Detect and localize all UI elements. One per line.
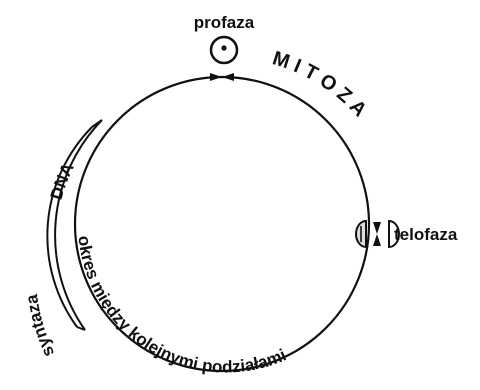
telophase-label: telofaza (394, 225, 458, 244)
prophase-label: profaza (194, 13, 255, 32)
prophase-marker-icon (210, 73, 234, 81)
prophase-cell-icon (211, 37, 237, 63)
mitosis-label: M I T O Z A (270, 47, 371, 121)
synthesis-bracket-inner (47, 127, 92, 327)
interphase-label: okres między kolejnymi podziałami (74, 235, 289, 377)
telophase-marker-icon (373, 222, 381, 246)
dna-label: DNA (47, 160, 78, 202)
synthesis-label: syntaza (22, 293, 58, 360)
